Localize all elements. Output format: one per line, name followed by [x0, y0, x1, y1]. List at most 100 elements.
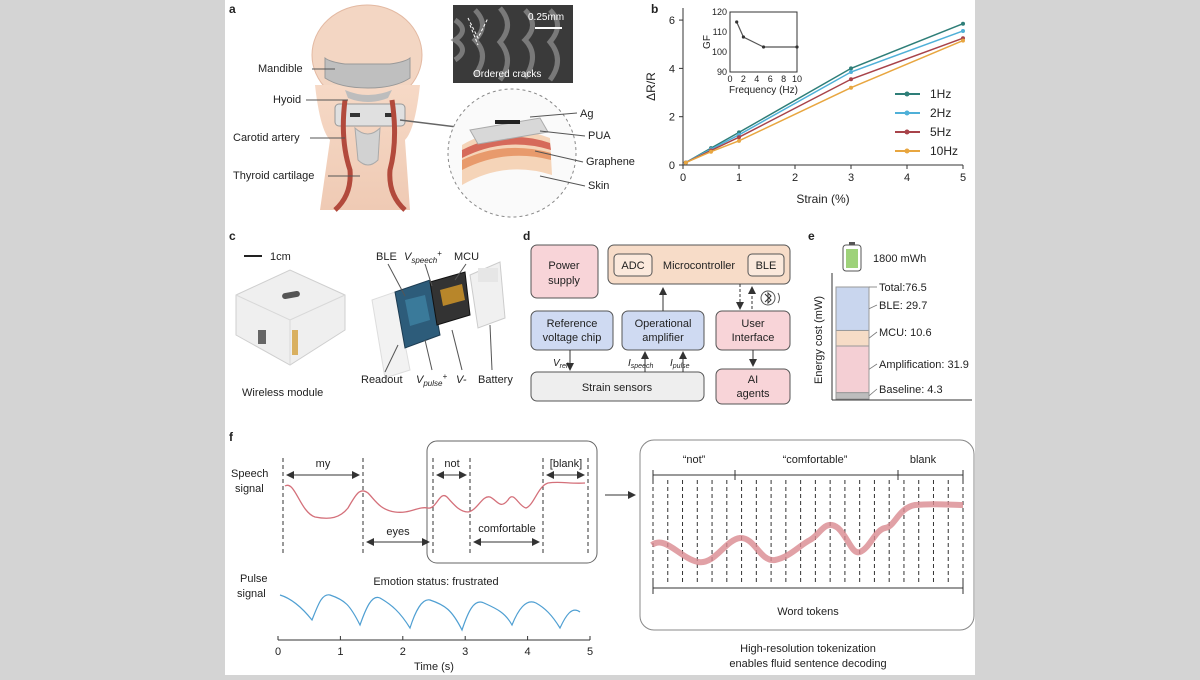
y-axis-label: ΔR/R: [644, 72, 658, 101]
energy-leader: [868, 304, 878, 310]
caption-line-2: enables fluid sentence decoding: [729, 658, 886, 670]
panel-label-e: e: [808, 229, 815, 243]
panel-label-f: f: [229, 430, 234, 444]
battery-icon: [842, 242, 862, 272]
energy-leader: [868, 363, 878, 370]
legend-marker: [904, 148, 910, 154]
label-carotid-artery: Carotid artery: [233, 132, 300, 144]
time-tick-label: 0: [275, 646, 281, 658]
caption-line-1: High-resolution tokenization: [740, 643, 876, 655]
label-vspeech-sub: speech: [411, 256, 437, 265]
inset-x-tick-label: 0: [727, 74, 732, 84]
svg-text:Vspeech+: Vspeech+: [404, 249, 442, 265]
panel-label-a: a: [229, 2, 236, 16]
data-point: [709, 149, 713, 154]
inset-point: [761, 45, 766, 49]
strain-sensors-box: [530, 371, 705, 402]
word-eyes: eyes: [386, 526, 410, 538]
ispeech-sub: speech: [631, 363, 654, 370]
op-amp-line1: Operational: [635, 318, 692, 330]
word-blank: [blank]: [550, 458, 582, 470]
y-tick-label: 4: [669, 63, 675, 75]
panel-c: c 1cm Wireless module BLE Vspeech+ MCU: [229, 229, 513, 399]
token-lines: [652, 480, 964, 585]
label-vpulse-sup: +: [442, 372, 447, 381]
y-tick-label: 0: [669, 160, 675, 172]
word-comfortable: comfortable: [478, 523, 535, 535]
label-mcu: MCU: [454, 251, 479, 263]
word-not: not: [444, 458, 459, 470]
speech-label-1: Speech: [231, 468, 268, 480]
energy-leader: [868, 331, 878, 339]
inset-point: [795, 45, 799, 49]
legend-label: 5Hz: [930, 125, 951, 139]
data-point: [961, 38, 965, 43]
time-tick-label: 5: [587, 646, 593, 658]
inset-y-tick-label: 100: [712, 47, 727, 57]
label-battery: Battery: [478, 374, 513, 386]
data-point: [737, 135, 741, 140]
layer-labels: Ag PUA Graphene Skin: [529, 108, 635, 192]
label-vpulse: V: [416, 374, 425, 386]
x-tick-label: 3: [848, 172, 854, 184]
selection-box: [426, 440, 598, 564]
label-readout: Readout: [361, 374, 403, 386]
data-point: [961, 28, 965, 33]
token-speech-signal: [650, 501, 964, 566]
panel-e: e 1800 mWh Energy cost (mW) BLE: 29.7MCU…: [808, 229, 972, 401]
bluetooth-icon: [760, 290, 780, 306]
exploded-module-image: [371, 261, 506, 379]
label-vminus: V-: [456, 374, 467, 386]
time-tick-label: 1: [337, 646, 343, 658]
module-caption: Wireless module: [242, 387, 323, 399]
svg-text:Vpulse+: Vpulse+: [416, 372, 447, 388]
strain-sensors-label: Strain sensors: [582, 382, 653, 394]
time-tick-label: 3: [462, 646, 468, 658]
ui-line1: User: [741, 318, 765, 330]
reference-line1: Reference: [547, 318, 598, 330]
y-tick-label: 2: [669, 112, 675, 124]
legend-marker: [904, 129, 910, 135]
segment-arrows: [286, 471, 585, 546]
x-tick-label: 5: [960, 172, 966, 184]
data-point: [849, 70, 853, 75]
neck-illustration: [311, 4, 466, 212]
label-skin: Skin: [588, 180, 609, 192]
energy-label: BLE: 29.7: [879, 300, 927, 312]
x-tick-label: 1: [736, 172, 742, 184]
microcontroller-box: [607, 244, 791, 285]
word-tokens-label: Word tokens: [777, 606, 839, 618]
label-graphene: Graphene: [586, 156, 635, 168]
inset-point: [741, 35, 746, 39]
ai-agents-box: [715, 368, 791, 405]
energy-segment: [835, 286, 870, 331]
scale-label: 1cm: [270, 251, 291, 263]
tokenization-box: [639, 439, 975, 631]
svg-text:Vref: Vref: [553, 358, 569, 370]
x-axis-label: Strain (%): [796, 192, 849, 206]
pulse-label-1: Pulse: [240, 573, 268, 585]
energy-segment: [835, 345, 870, 394]
energy-label: Amplification: 31.9: [879, 359, 969, 371]
ui-line2: Interface: [732, 332, 775, 344]
ai-line2: agents: [736, 388, 770, 400]
legend-label: 2Hz: [930, 106, 951, 120]
token-word-not: “not”: [683, 454, 706, 466]
energy-axis-label: Energy cost (mW): [813, 296, 825, 384]
token-word-comfortable: “comfortable”: [783, 454, 848, 466]
x-tick-label: 4: [904, 172, 910, 184]
label-mandible: Mandible: [258, 63, 303, 75]
ispeech-label: I: [628, 358, 631, 369]
panel-d: d Power supply ADC Microcontroller BLE R…: [523, 229, 791, 405]
data-point: [849, 77, 853, 82]
pulse-signal-line: [279, 594, 581, 632]
panel-f: f Speech signal Pulse signal my not [bla…: [229, 430, 975, 673]
sem-scale-label: 0.25mm: [528, 12, 564, 23]
power-supply-box: [530, 244, 599, 299]
legend-label: 10Hz: [930, 144, 958, 158]
